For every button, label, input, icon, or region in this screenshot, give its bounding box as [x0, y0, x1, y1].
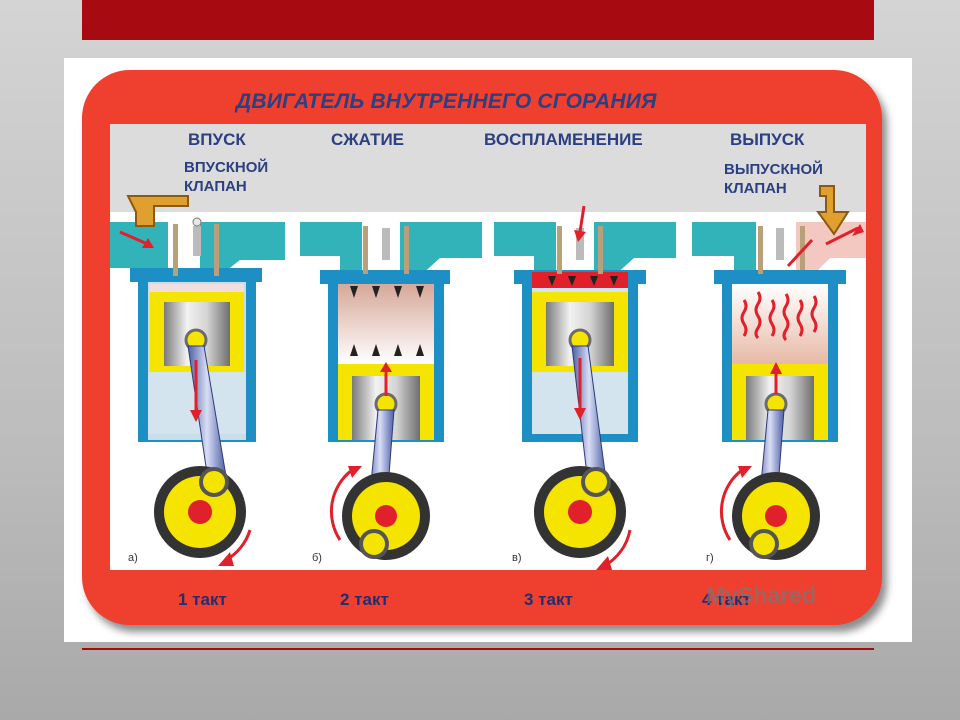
crank-axle: [188, 500, 212, 524]
exhaust-gases: [732, 284, 828, 364]
rotation-arrow-icon: [719, 468, 743, 541]
piston-motion-arrowhead-icon: [380, 362, 392, 372]
header-strip: [110, 124, 866, 212]
piston-motion-arrowhead-icon: [574, 408, 586, 420]
exhaust-port: [796, 222, 866, 276]
stroke-letter-v: в): [512, 552, 522, 564]
top-accent-bar: [82, 0, 874, 40]
phase-label-compression: СЖАТИЕ: [331, 130, 405, 149]
cylinder-head: [320, 270, 450, 284]
intake-valve-arrow-icon: [126, 195, 189, 227]
spark-arrowhead-icon: [574, 230, 586, 242]
exhaust-port: [400, 222, 482, 276]
exhaust-flames-icon: [740, 291, 818, 342]
engine-exhaust: [692, 185, 866, 560]
watermark: MyShared: [706, 582, 816, 608]
cylinder-head: [130, 268, 262, 282]
spark-plug: [776, 228, 784, 260]
rotation-arrowhead-icon: [738, 466, 752, 478]
intake-valve-label: ВПУСКНОЙ КЛАПАН: [184, 159, 269, 195]
takt-label-2: 2 такт: [340, 590, 389, 609]
exhaust-valve-stem: [800, 226, 805, 270]
engine-compression: [300, 222, 482, 560]
phase-label-intake: ВПУСК: [188, 130, 246, 149]
exhaust-valve-stem: [404, 226, 409, 274]
spark-plug-tip: [192, 217, 202, 227]
crank-pin: [199, 467, 229, 497]
intake-port: [494, 222, 556, 276]
rotation-arrowhead-icon: [596, 556, 612, 570]
piston-motion-arrowhead-icon: [770, 362, 782, 374]
crank-axle: [568, 500, 592, 524]
crank-axle: [765, 505, 787, 527]
rotation-arrowhead-icon: [218, 552, 234, 566]
crank-pin: [581, 467, 611, 497]
stroke-letter-b: б): [312, 552, 322, 564]
intake-valve-stem: [173, 224, 178, 276]
crank-axle: [375, 505, 397, 527]
exhaust-valve-arrow-icon: [816, 185, 850, 236]
piston-motion-arrowhead-icon: [190, 410, 202, 422]
exhaust-port: [200, 222, 285, 274]
intake-port: [110, 222, 168, 268]
stroke-letter-a: а): [128, 552, 138, 564]
bottom-accent-line: [82, 648, 874, 650]
crank-pin: [359, 529, 389, 559]
engine-intake: [110, 195, 285, 566]
crank-pin: [749, 529, 779, 559]
exhaust-valve-stem: [598, 226, 603, 274]
spark-plug: [382, 228, 390, 260]
rotation-arrow-icon: [329, 468, 353, 541]
intake-valve-stem: [363, 226, 368, 274]
intake-valve-stem: [557, 226, 562, 274]
diagram-title: ДВИГАТЕЛЬ ВНУТРЕННЕГО СГОРАНИЯ: [236, 90, 657, 113]
spark-plug: [193, 226, 201, 256]
exhaust-flow-arrow-icon: [786, 238, 814, 268]
intake-valve-stem: [758, 226, 763, 274]
exhaust-valve-label: ВЫПУСКНОЙ КЛАПАН: [724, 161, 823, 197]
takt-label-4: 4 такт: [702, 590, 751, 609]
phase-label-ignition: ВОСПЛАМЕНЕНИЕ: [484, 130, 643, 149]
expansion-arrows-icon: [548, 276, 618, 286]
stroke-letter-g: г): [706, 552, 714, 564]
spark-arrow-icon: [578, 205, 586, 233]
intake-port: [300, 222, 362, 276]
intake-flow-arrowhead-icon: [142, 238, 154, 248]
takt-label-3: 3 такт: [524, 590, 573, 609]
intake-port: [692, 222, 756, 276]
engine-ignition: [494, 205, 676, 570]
compression-arrows-icon: [350, 286, 424, 356]
phase-label-exhaust: ВЫПУСК: [730, 130, 805, 149]
exhaust-valve-stem: [214, 224, 219, 276]
rotation-arrowhead-icon: [348, 466, 362, 478]
exhaust-out-arrow-icon: [825, 226, 859, 246]
spark-plug: [576, 228, 584, 260]
cylinder-head: [714, 270, 846, 284]
exhaust-port: [594, 222, 676, 276]
exhaust-out-arrowhead-icon: [852, 224, 864, 236]
takt-label-1: 1 такт: [178, 590, 227, 609]
